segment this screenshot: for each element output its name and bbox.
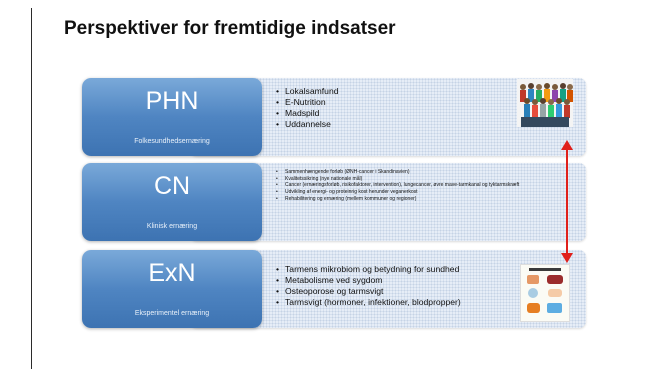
exn-item-list: Tarmens mikrobiom og betydning for sundh… (275, 264, 461, 308)
exn-subtitle: Eksperimentel ernæring (134, 310, 210, 317)
cn-item-list: Sammenhængende forløb (ØNH-cancer i Skan… (275, 169, 575, 203)
cn-box: CN Klinisk ernæring (82, 163, 262, 241)
slide-title: Perspektiver for fremtidige indsatser (64, 18, 396, 39)
cn-item: Sammenhængende forløb (ØNH-cancer i Skan… (275, 169, 575, 176)
exn-item: Osteoporose og tarmsvigt (275, 286, 461, 297)
exn-abbreviation: ExN (148, 259, 196, 287)
anatomy-infographic (520, 264, 570, 322)
phn-abbreviation: PHN (145, 87, 199, 115)
phn-item-list: Lokalsamfund E-Nutrition Madspild Uddann… (275, 86, 339, 130)
exn-item: Tarmsvigt (hormoner, infektioner, blodpr… (275, 297, 461, 308)
slide-left-border (31, 8, 32, 369)
cn-item: Kvalitetssikring (nye nationale mål) (275, 176, 575, 183)
phn-item: Madspild (275, 108, 339, 119)
anatomy-infographic-graphic (527, 268, 563, 313)
cn-item: Cancer (ernæringsforløb, risikofaktorer,… (275, 182, 575, 189)
exn-box: ExN Eksperimentel ernæring (82, 250, 262, 328)
crowd-image (517, 79, 573, 127)
exn-item: Metabolisme ved sygdom (275, 275, 461, 286)
phn-box: PHN Folkesundhedsernæring (82, 78, 262, 156)
phn-item: Lokalsamfund (275, 86, 339, 97)
cn-subtitle: Klinisk ernæring (146, 223, 198, 230)
phn-subtitle: Folkesundhedsernæring (134, 138, 210, 145)
exn-item: Tarmens mikrobiom og betydning for sundh… (275, 264, 461, 275)
double-arrow-icon (561, 140, 573, 263)
phn-item: E-Nutrition (275, 97, 339, 108)
phn-item: Uddannelse (275, 119, 339, 130)
cn-abbreviation: CN (153, 172, 191, 200)
cn-item: Udvikling af energi- og proteinrig kost … (275, 189, 575, 196)
cn-item: Rehabilitering og ernæring (mellem kommu… (275, 196, 575, 203)
